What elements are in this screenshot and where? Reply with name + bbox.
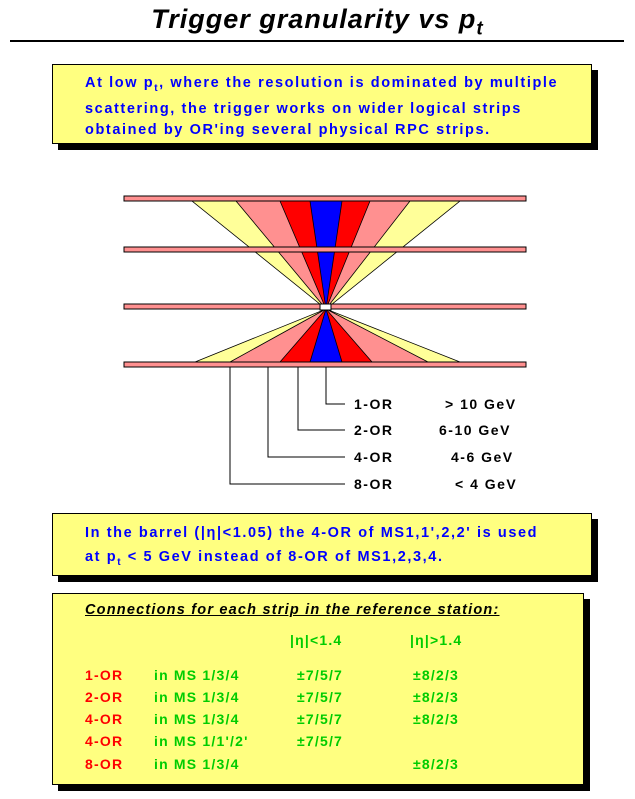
legend-range-8or: < 4 GeV (455, 476, 518, 492)
barrel-note-text: In the barrel (|η|<1.05) the 4-OR of MS1… (85, 525, 539, 568)
row1-v2: ±8/2/3 (413, 667, 460, 683)
row4-v1: ±7/5/7 (297, 733, 344, 749)
leader-4or (267, 367, 345, 458)
barrel-note-box: In the barrel (|η|<1.05) the 4-OR of MS1… (52, 513, 592, 576)
column-header-eta-high: |η|>1.4 (410, 632, 463, 648)
row5-where: in MS 1/3/4 (154, 756, 240, 772)
title-underline (10, 40, 624, 42)
legend-label-2or: 2-OR (354, 422, 394, 438)
row5-v2: ±8/2/3 (413, 756, 460, 772)
legend-range-4or: 4-6 GeV (451, 449, 514, 465)
rpc-plane-1 (123, 195, 527, 202)
row1-or: 1-OR (85, 667, 124, 683)
intro-note-box: At low pt, where the resolution is domin… (52, 64, 592, 144)
legend-label-4or: 4-OR (354, 449, 394, 465)
page-title: Trigger granularity vs pt (151, 4, 484, 40)
rpc-plane-4 (123, 361, 527, 368)
row4-or: 4-OR (85, 733, 124, 749)
legend-range-1or: > 10 GeV (445, 396, 517, 412)
intro-note-text: At low pt, where the resolution is domin… (85, 75, 559, 138)
row1-where: in MS 1/3/4 (154, 667, 240, 683)
rpc-plane-2 (123, 246, 527, 253)
legend-range-2or: 6-10 GeV (439, 422, 511, 438)
row3-v2: ±8/2/3 (413, 711, 460, 727)
legend-label-1or: 1-OR (354, 396, 394, 412)
leader-1or (325, 367, 345, 405)
row2-or: 2-OR (85, 689, 124, 705)
row3-v1: ±7/5/7 (297, 711, 344, 727)
reference-strip (319, 303, 332, 311)
leader-2or (297, 367, 345, 431)
column-header-eta-low: |η|<1.4 (290, 632, 343, 648)
row4-where: in MS 1/1'/2' (154, 733, 249, 749)
legend-label-8or: 8-OR (354, 476, 394, 492)
leader-8or (229, 367, 345, 485)
row3-where: in MS 1/3/4 (154, 711, 240, 727)
connections-heading: Connections for each strip in the refere… (85, 602, 500, 618)
row3-or: 4-OR (85, 711, 124, 727)
row1-v1: ±7/5/7 (297, 667, 344, 683)
row2-v2: ±8/2/3 (413, 689, 460, 705)
row2-where: in MS 1/3/4 (154, 689, 240, 705)
connections-box: Connections for each strip in the refere… (52, 593, 584, 785)
row5-or: 8-OR (85, 756, 124, 772)
row2-v1: ±7/5/7 (297, 689, 344, 705)
